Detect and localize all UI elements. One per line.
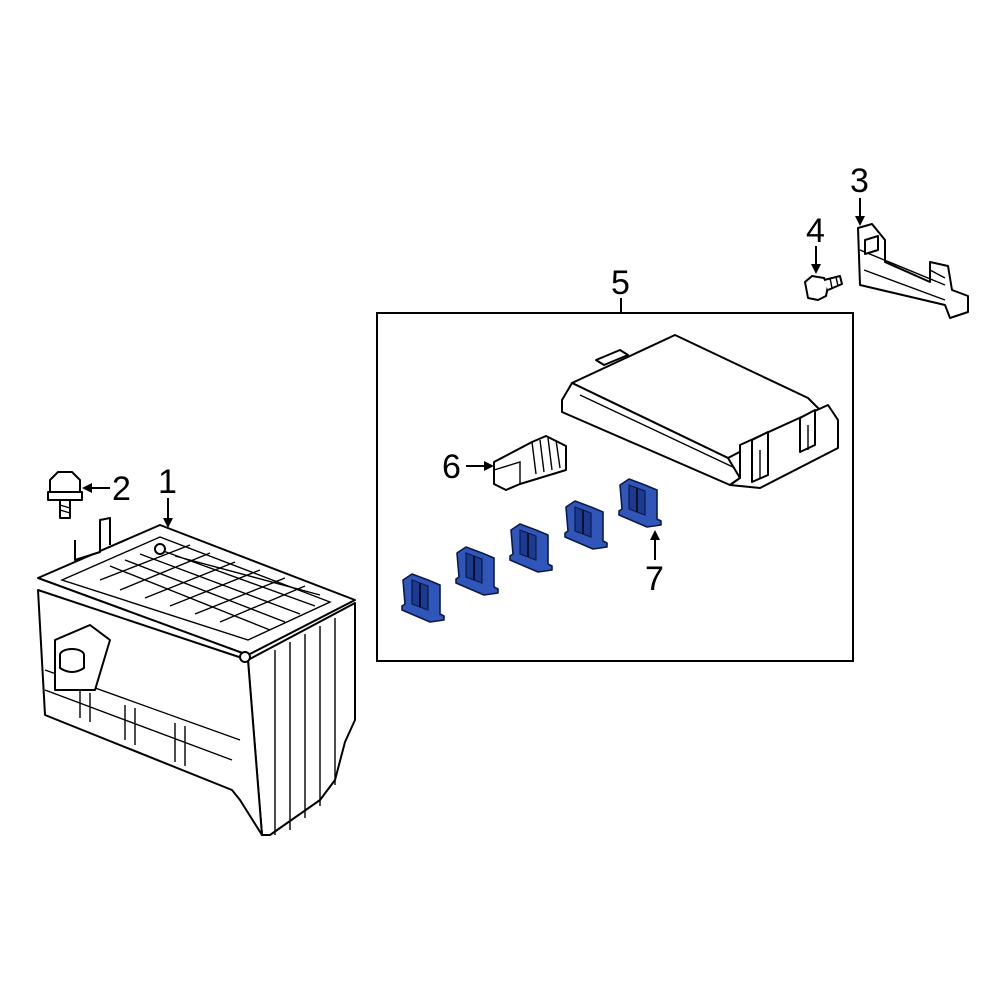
puller-icon — [493, 435, 567, 491]
callout-7-label: 7 — [645, 560, 664, 598]
fuse-box-cover-icon — [561, 334, 839, 489]
callout-6-label: 6 — [442, 448, 461, 486]
callout-3-arrowhead — [855, 216, 865, 226]
callout-7-arrowhead — [650, 530, 660, 540]
callout-4-label: 4 — [806, 212, 825, 250]
bolt-icon — [47, 471, 83, 519]
callout-5-label: 5 — [611, 264, 630, 302]
callout-6-arrowhead — [484, 461, 494, 471]
sub-assembly-frame — [376, 312, 854, 662]
callout-4-arrowhead — [811, 264, 821, 274]
fuse-icon — [509, 523, 553, 573]
callout-2-label: 2 — [112, 470, 131, 508]
fuse-box-housing-icon — [37, 517, 356, 836]
fuse-icon — [401, 573, 445, 623]
callout-3-label: 3 — [850, 162, 869, 200]
bolt-icon — [804, 275, 843, 301]
callout-2-arrowhead — [82, 483, 92, 493]
fuse-icon — [455, 546, 499, 596]
fuse-icon — [618, 478, 662, 528]
bracket-icon — [857, 223, 969, 319]
fuse-icon — [564, 500, 608, 550]
callout-1-arrowhead — [163, 518, 173, 528]
callout-1-label: 1 — [158, 463, 177, 501]
